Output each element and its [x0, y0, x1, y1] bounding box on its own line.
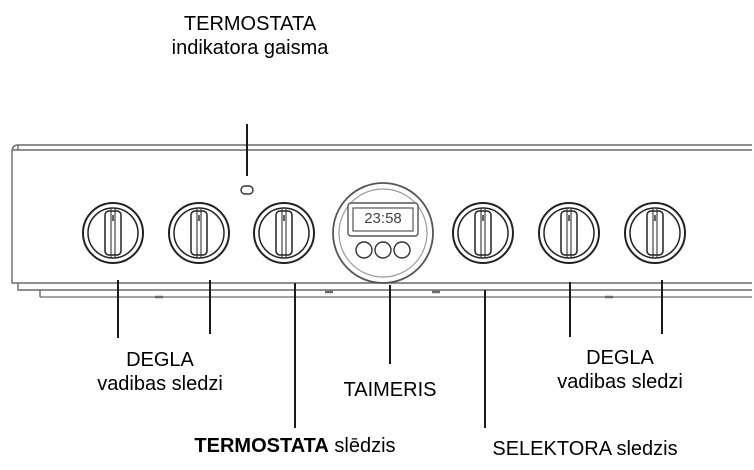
- selector-knob: [452, 202, 514, 264]
- burner-knob-1: [82, 202, 144, 264]
- thermostat-switch-label: TERMOSTATA slēdzis: [150, 434, 440, 458]
- selector-switch-label: SELEKTORA sledzis: [492, 438, 678, 460]
- burner-right-label-line2: vadibas sledzi: [557, 371, 683, 393]
- burner-knob-2: [168, 202, 230, 264]
- thermostat-switch-label-rest: slēdzis: [334, 435, 396, 457]
- thermostat-light-label: TERMOSTATA indikatora gaisma: [120, 12, 380, 60]
- burner-left-label: DEGLA vadibas sledzi: [70, 348, 250, 396]
- burner-knob-4: [624, 202, 686, 264]
- thermostat-switch-label-bold: TERMOSTATA: [194, 435, 329, 457]
- thermostat-light-label-line1: TERMOSTATA: [183, 13, 317, 35]
- timer-module: [332, 182, 434, 284]
- thermostat-knob: [253, 202, 315, 264]
- panel-body: [11, 144, 752, 299]
- thermostat-indicator-light: [240, 185, 254, 195]
- burner-right-label-line1: DEGLA: [586, 347, 654, 369]
- leader-lines: [117, 124, 663, 428]
- timer-label: TAIMERIS: [343, 379, 437, 401]
- thermostat-light-label-line2: indikatora gaisma: [171, 37, 329, 59]
- timer-display: 23:58: [364, 210, 402, 227]
- burner-right-label: DEGLA vadibas sledzi: [530, 346, 710, 394]
- burner-left-label-line1: DEGLA: [126, 349, 194, 371]
- burner-left-label-line2: vadibas sledzi: [97, 373, 223, 395]
- burner-knob-3: [538, 202, 600, 264]
